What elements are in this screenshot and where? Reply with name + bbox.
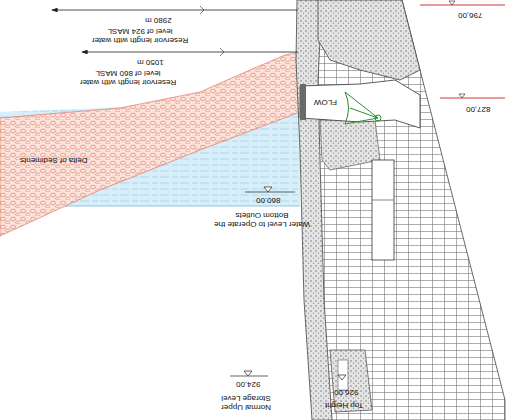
length-dimension: 2980 m	[145, 16, 172, 25]
reservoir-length-note: Reservoir length with water level of 924…	[85, 27, 195, 45]
elevation-label: 796,00	[458, 11, 482, 20]
sediment-label: Delta of Sediments	[20, 156, 88, 165]
sediment-delta	[0, 52, 300, 236]
radial-gate	[345, 92, 381, 124]
dam-body	[318, 0, 505, 420]
length-arrow	[52, 10, 298, 11]
flow-label: FLOW	[314, 98, 337, 107]
elevation-label: 926.00	[334, 388, 358, 397]
bottom-outlet	[300, 80, 420, 128]
length-dimension: 1050 m	[137, 58, 164, 67]
elevation-marker	[420, 5, 505, 98]
water-level-note: Normal Upper Storage Level	[206, 394, 286, 412]
elevation-label: 924.00	[236, 380, 260, 389]
reservoir-length-note: Reservoir length with water level of 860…	[73, 69, 183, 87]
gallery-shaft	[372, 160, 394, 260]
crest-label: Top Height	[325, 401, 363, 410]
elevation-label: 860.00	[256, 196, 280, 205]
upstream-facing	[296, 0, 332, 420]
water-level-note: Water Level to Operate the Bottom Outlet…	[214, 211, 310, 229]
elevation-label: 827,00	[466, 105, 490, 114]
length-arrow	[82, 52, 298, 53]
